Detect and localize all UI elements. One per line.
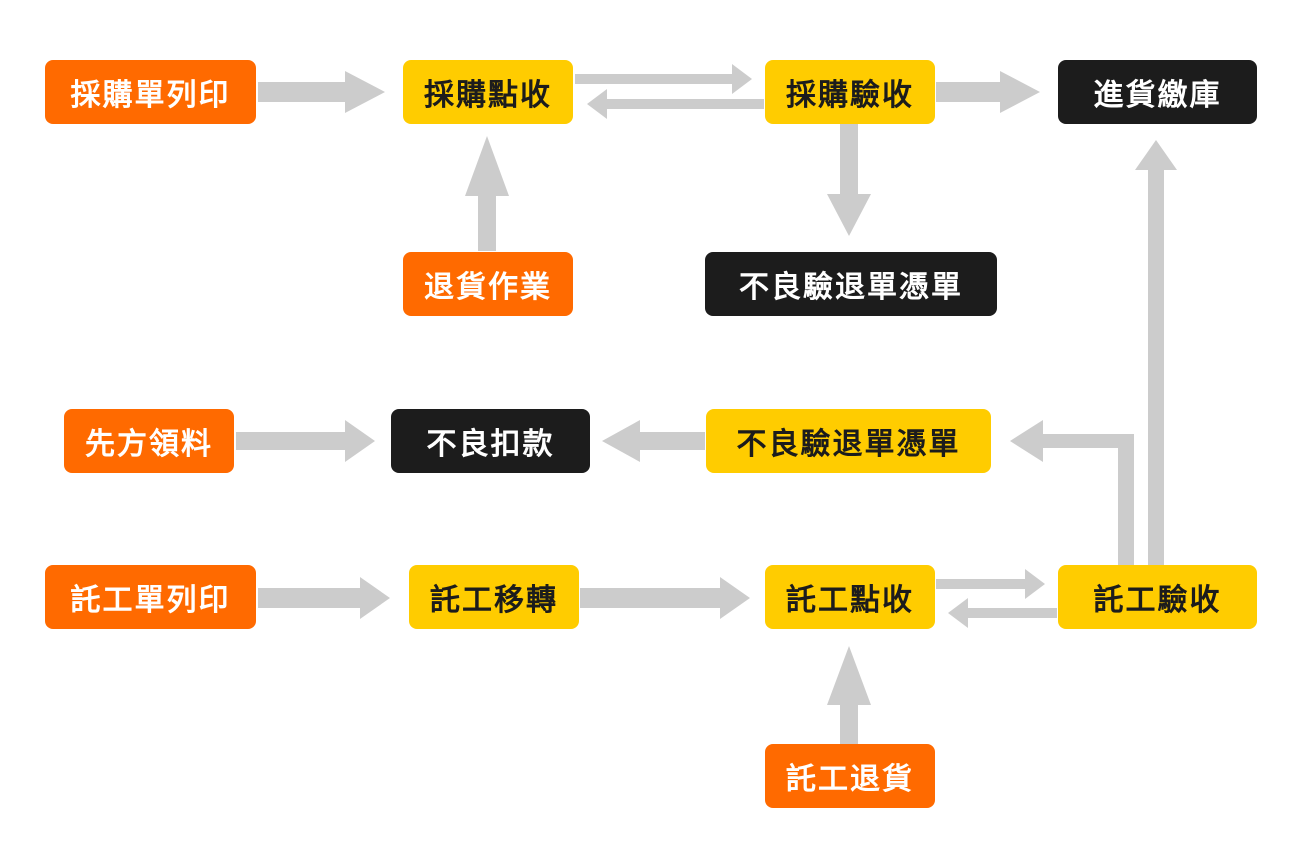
arrow-sub-count-to-sub-inspect [936,569,1045,599]
node-prepaid-material: 先方領料 [64,409,234,473]
arrow-po-inspect-to-reject-voucher [827,124,871,236]
node-sub-return: 託工退貨 [765,744,935,808]
arrow-reject-voucher-to-defect-deduct [602,420,705,462]
arrow-po-inspect-to-po-count [587,89,764,119]
node-stock-in: 進貨繳庫 [1058,60,1257,124]
node-po-inspect: 採購驗收 [765,60,935,124]
node-reject-voucher-yellow: 不良驗退單憑單 [706,409,991,473]
node-sub-transfer: 託工移轉 [409,565,579,629]
node-defect-deduct: 不良扣款 [391,409,590,473]
arrow-sub-transfer-to-sub-count [580,577,750,619]
arrow-return-op-to-po-count [465,136,509,251]
arrow-sub-inspect-to-reject-voucher [1010,420,1134,565]
arrow-sub-inspect-to-stock-in [1135,140,1177,565]
arrow-sub-print-to-sub-transfer [258,577,390,619]
node-sub-count: 託工點收 [765,565,935,629]
arrow-po-print-to-po-count [258,71,385,113]
arrow-po-inspect-to-stock-in [936,71,1040,113]
arrow-prepaid-material-to-defect-deduct [236,420,375,462]
node-sub-print: 託工單列印 [45,565,256,629]
node-sub-inspect: 託工驗收 [1058,565,1257,629]
node-reject-voucher-black: 不良驗退單憑單 [705,252,997,316]
arrow-po-count-to-po-inspect [575,64,752,94]
arrow-sub-inspect-to-sub-count [948,598,1057,628]
node-return-op: 退貨作業 [403,252,573,316]
arrow-sub-return-to-sub-count [827,646,871,744]
node-po-count: 採購點收 [403,60,573,124]
node-po-print: 採購單列印 [45,60,256,124]
